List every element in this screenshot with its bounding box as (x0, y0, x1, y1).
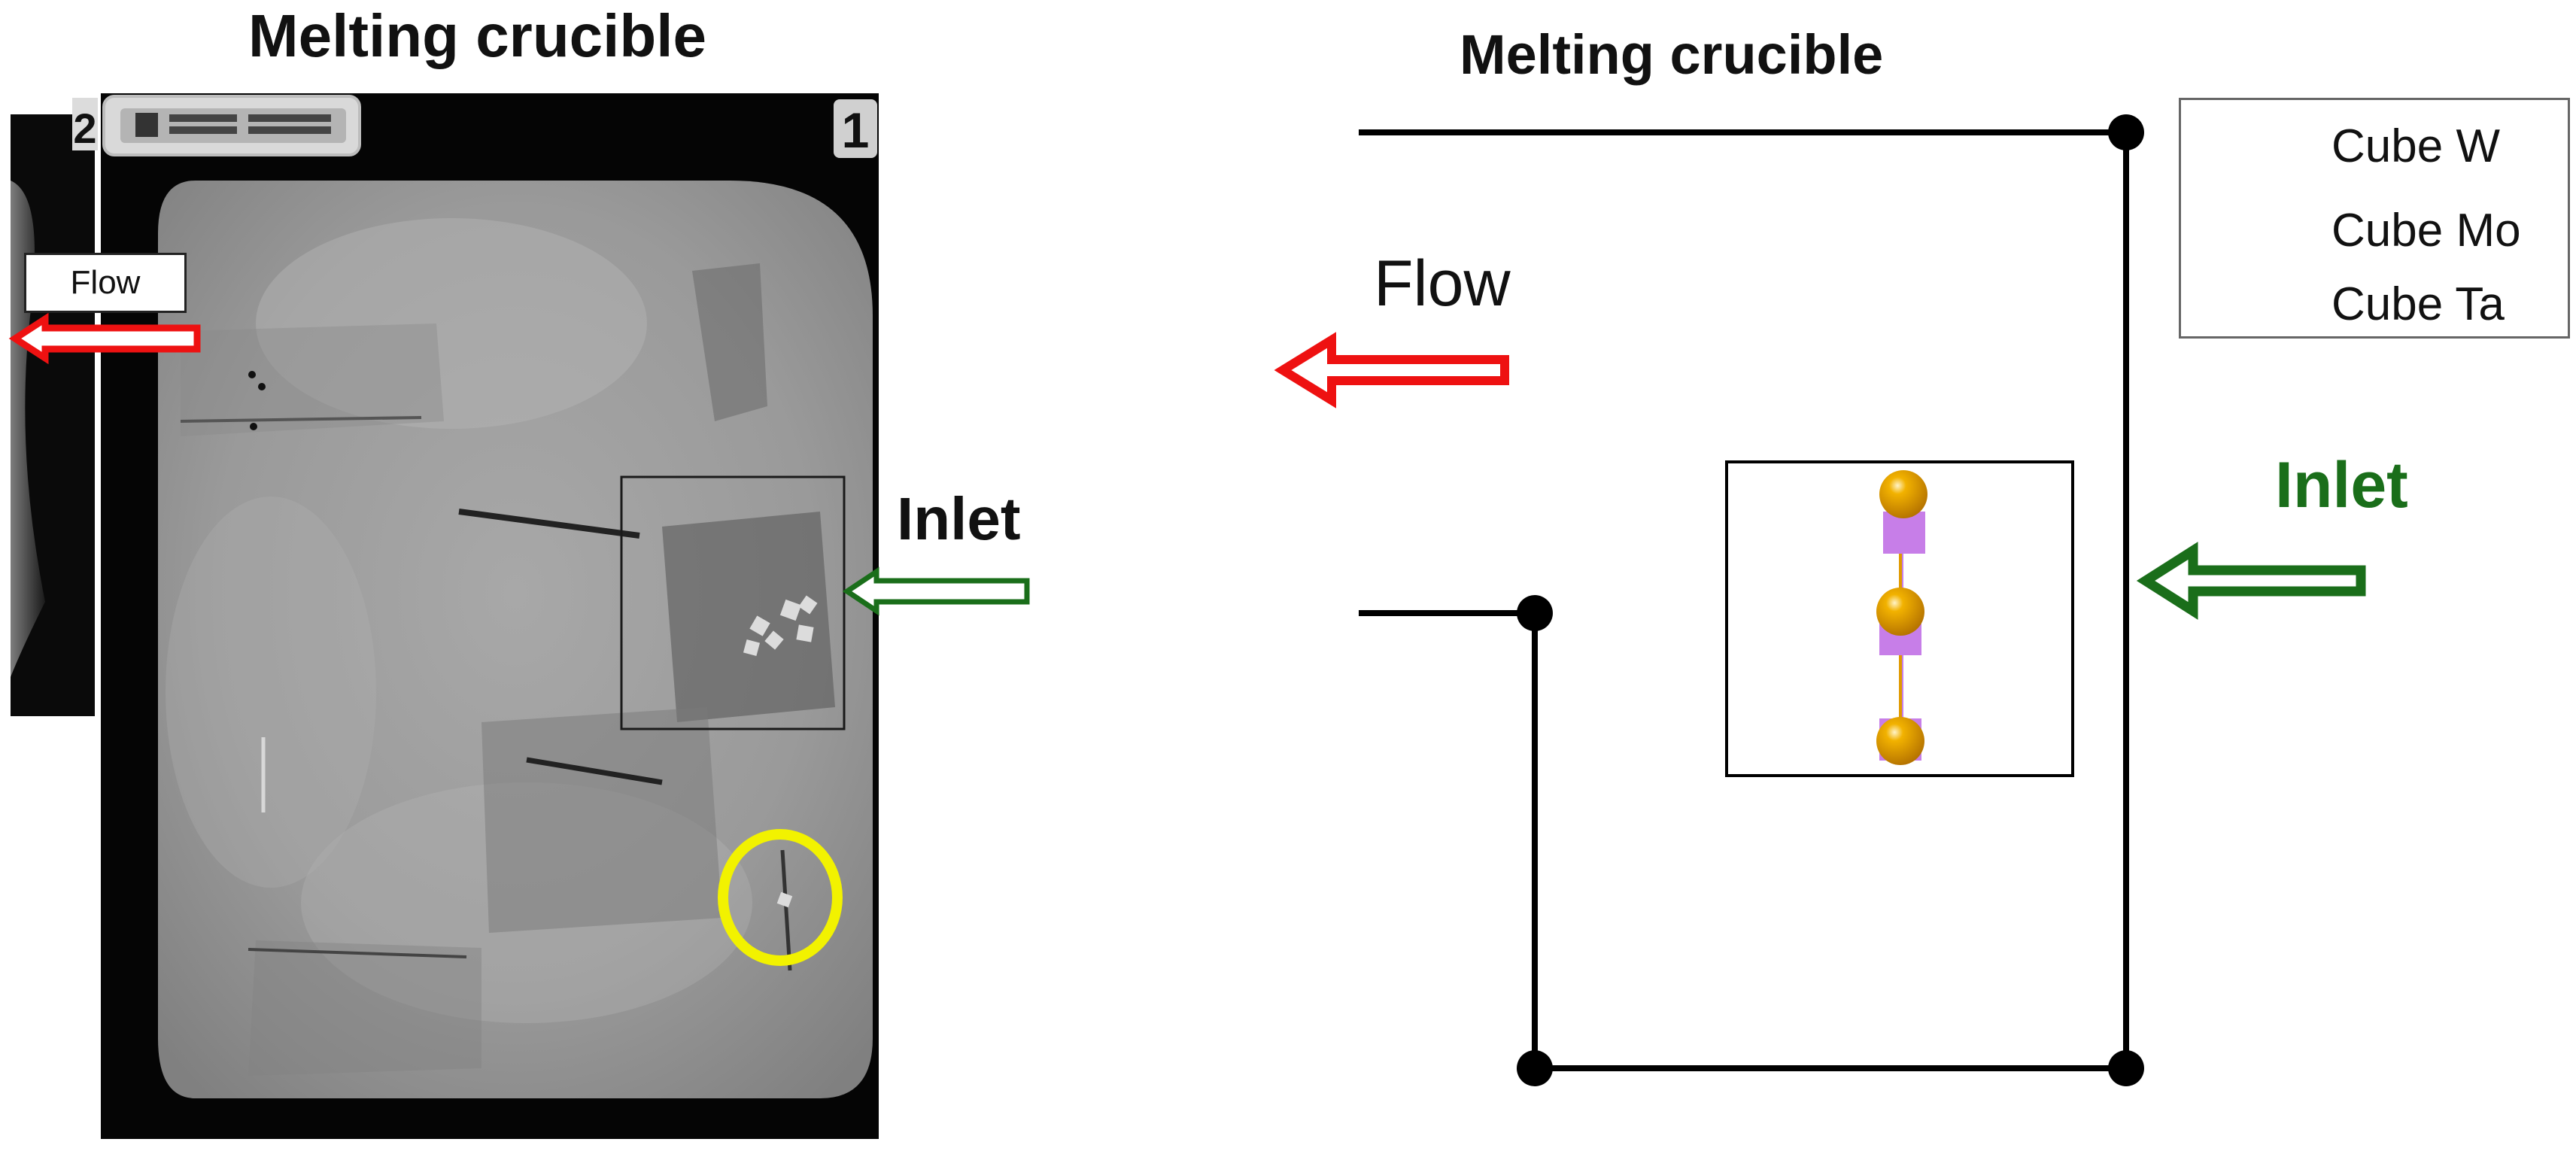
schematic-flow-arrow (1274, 332, 1509, 408)
schematic-flow-label: Flow (1374, 248, 1511, 320)
xray-flow-label: Flow (70, 264, 141, 301)
xray-flow-label-box: Flow (24, 253, 187, 313)
xray-inlet-label: Inlet (897, 485, 1021, 552)
legend: Cube W Cube Mo Cube Ta (2179, 98, 2570, 339)
schematic (1274, 114, 2366, 1086)
schematic-title: Melting crucible (1460, 23, 1884, 86)
mo-cube-1 (1883, 512, 1925, 554)
node-inner-corner (1517, 595, 1553, 631)
legend-item-w: Cube W (2181, 115, 2568, 175)
xray-roi-rectangle (620, 475, 846, 730)
ta-sphere-3 (1876, 717, 1924, 765)
highlight-circle (718, 829, 843, 966)
xray-inlet-arrow (842, 566, 1030, 616)
legend-item-label: Cube W (2331, 120, 2500, 172)
image-number-bg (834, 99, 877, 158)
ta-sphere-1 (1879, 470, 1927, 518)
xray-cubes (743, 595, 818, 908)
side-image-number: 2 (73, 105, 96, 152)
schematic-inlet-label: Inlet (2275, 449, 2408, 521)
xray-image: 2 1 (8, 93, 1030, 1139)
ta-sphere-2 (1876, 588, 1924, 636)
node-top-right (2108, 114, 2144, 150)
schematic-inlet-arrow (2136, 542, 2366, 620)
image-number: 1 (842, 102, 870, 158)
legend-item-mo: Cube Mo (2181, 199, 2568, 260)
crucible-wall-inner (1359, 610, 1538, 1068)
left-panel-title: Melting crucible (248, 2, 706, 69)
legend-item-label: Cube Ta (2331, 278, 2505, 330)
node-bottom-right (2108, 1050, 2144, 1086)
side-image-number-bg (72, 98, 98, 150)
legend-item-ta: Cube Ta (2181, 273, 2568, 333)
legend-item-label: Cube Mo (2331, 205, 2521, 257)
xray-flow-arrow (8, 312, 201, 365)
node-bottom-left (1517, 1050, 1553, 1086)
